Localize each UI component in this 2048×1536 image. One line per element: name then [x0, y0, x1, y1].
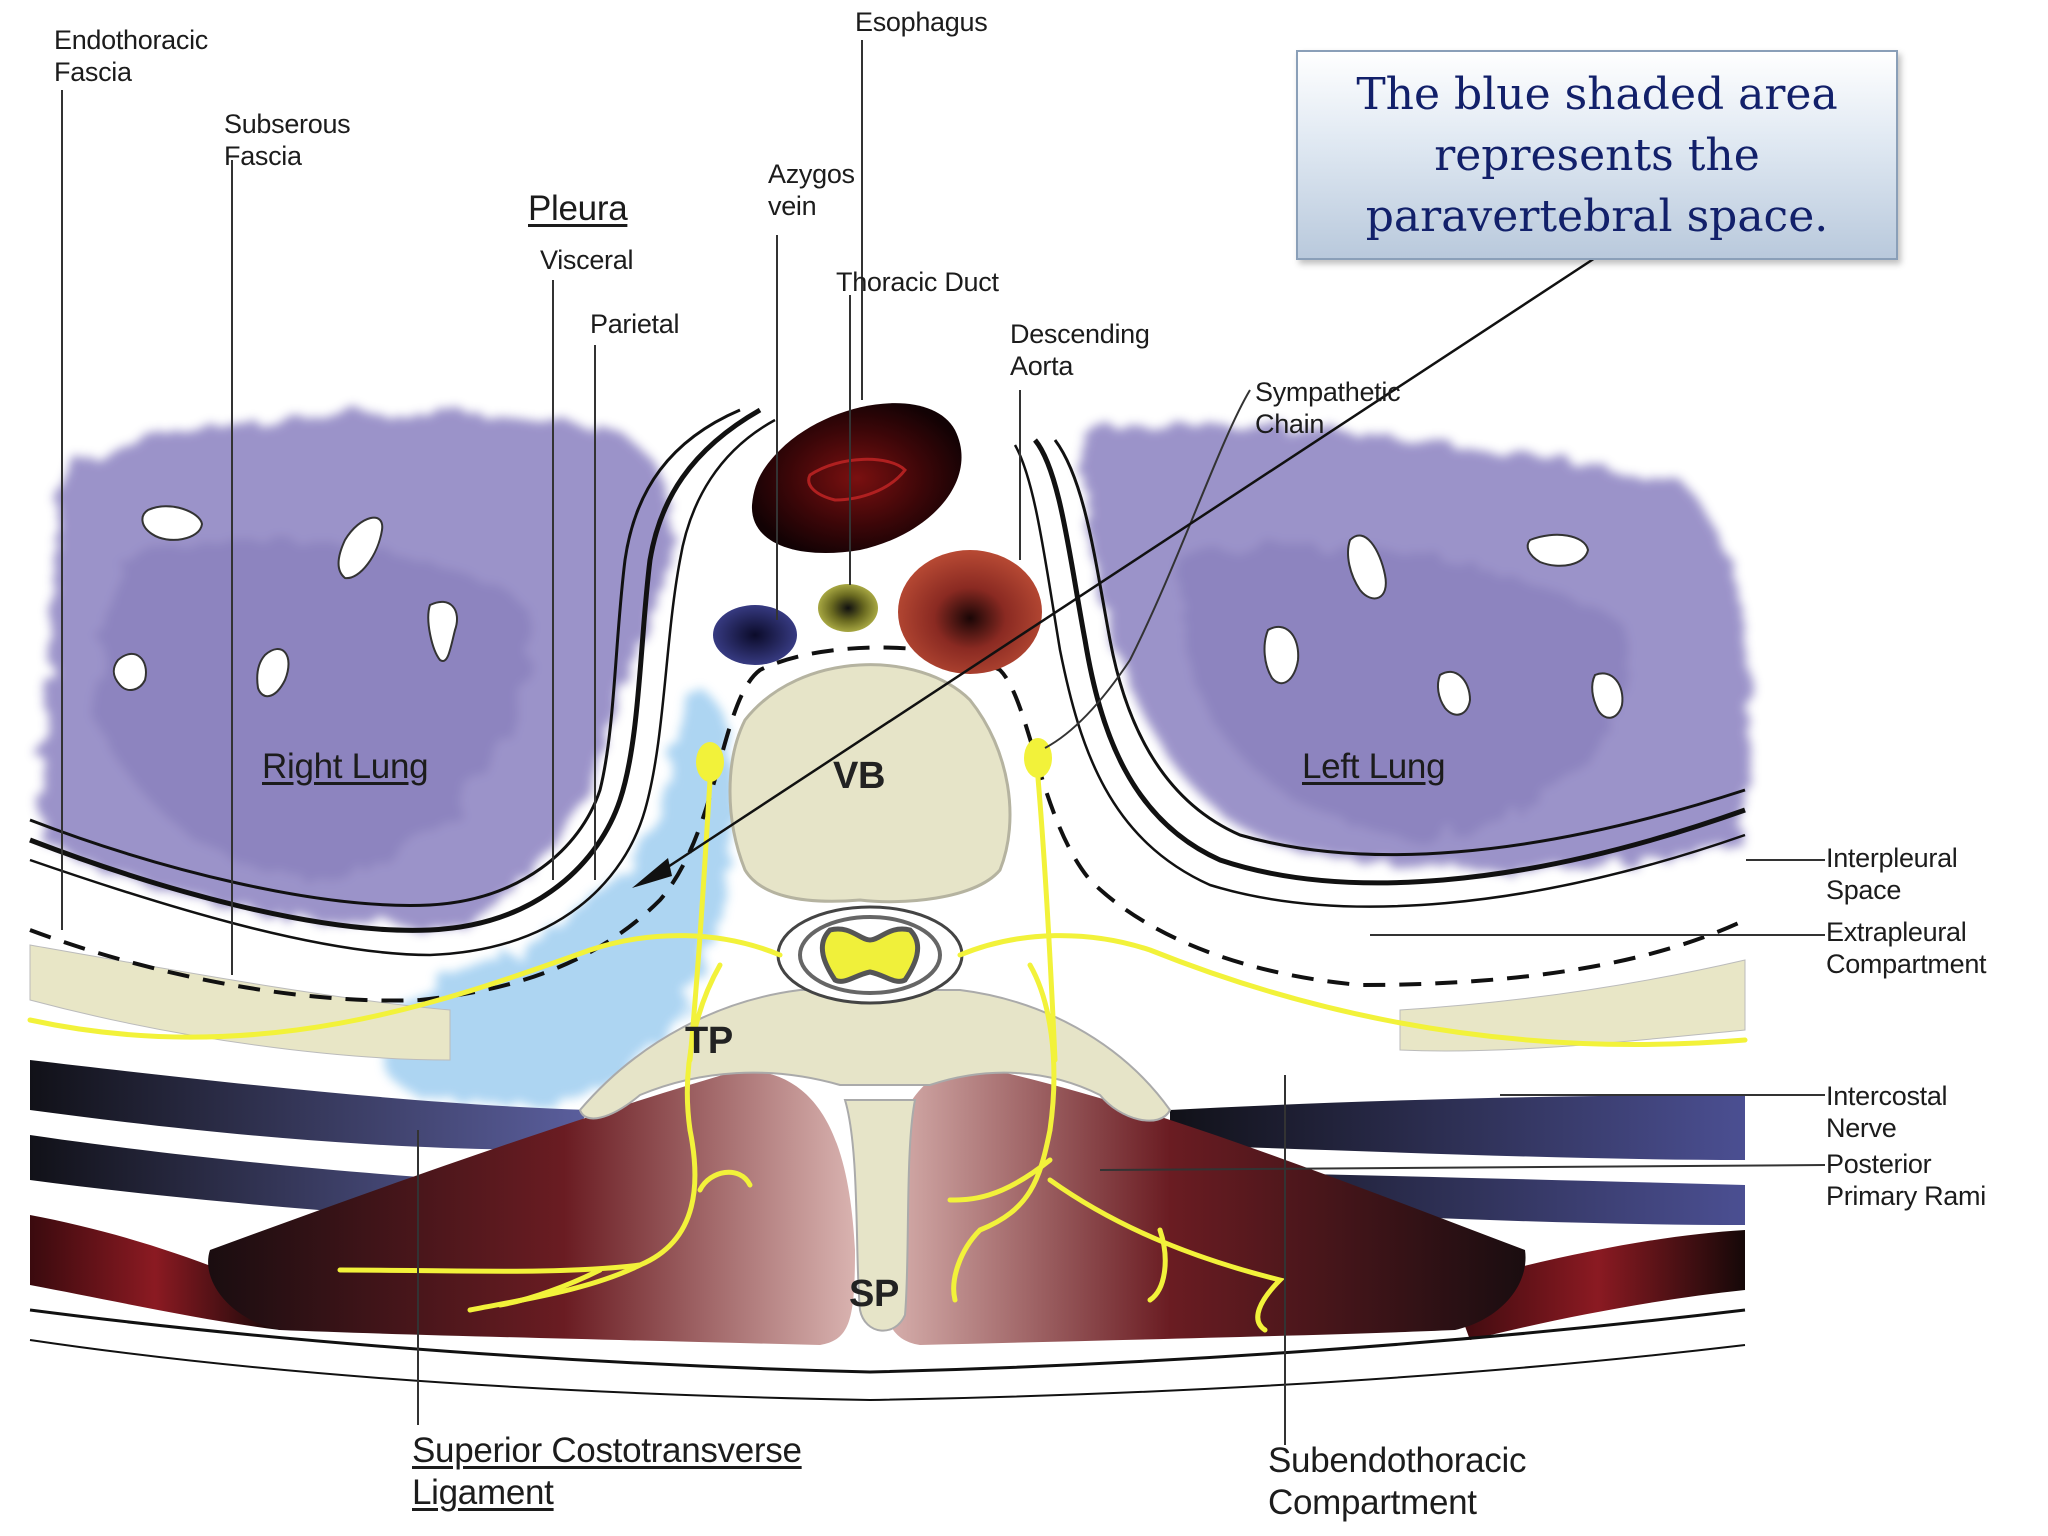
descending-aorta-label: Descending Aorta: [1010, 319, 1150, 381]
superior-costotransverse-ligament-label: Superior Costotransverse Ligament: [412, 1431, 802, 1512]
left-pleura: [1013, 438, 1746, 908]
vertebra: [578, 663, 1172, 1332]
skin-lines: [29, 1308, 1746, 1402]
parietal-label: Parietal: [590, 309, 680, 339]
left-lung-label: Left Lung: [1302, 747, 1446, 786]
right-lung-label: Right Lung: [262, 747, 429, 786]
posterior-primary-rami-label: Posterior Primary Rami: [1826, 1149, 1986, 1211]
azygos-vein-label: Azygos vein: [768, 159, 855, 221]
bronchi-outlines: [112, 505, 1624, 719]
endothoracic-fascia-label: Endothoracic Fascia: [54, 25, 208, 87]
right-pleura: [29, 407, 776, 957]
callout-arrow: [632, 256, 1596, 888]
azygos-vein-shape: [713, 605, 797, 665]
pleura-label: Pleura: [528, 189, 628, 228]
esophagus-label: Esophagus: [855, 7, 988, 37]
paravertebral-callout-box: The blue shaded area represents the para…: [1296, 50, 1898, 260]
endothoracic-fascia-line: [29, 645, 1746, 1003]
subendothoracic-compartment-label: Subendothoracic Compartment: [1268, 1441, 1527, 1522]
thoracic-duct-shape: [818, 584, 878, 632]
callout-text: The blue shaded area represents the para…: [1356, 68, 1838, 242]
rib-bands: [29, 944, 1746, 1061]
spinous-process-label: SP: [849, 1273, 900, 1315]
intercostal-nerve-label: Intercostal Nerve: [1826, 1081, 1948, 1143]
thoracic-duct-label: Thoracic Duct: [836, 267, 999, 297]
nerves: [27, 738, 1748, 1333]
esophagus-shape: [751, 403, 962, 553]
subserous-fascia-label: Subserous Fascia: [224, 109, 351, 171]
right-lung-shading: [40, 412, 673, 926]
left-lung-shading: [1080, 423, 1752, 870]
interpleural-space-label: Interpleural Space: [1826, 843, 1958, 905]
leader-lines: [61, 40, 1826, 1445]
descending-aorta-shape: [898, 550, 1042, 674]
visceral-label: Visceral: [540, 245, 634, 275]
vertebral-body-label: VB: [833, 755, 886, 797]
sympathetic-chain-label: Sympathetic Chain: [1255, 377, 1401, 439]
transverse-process-label: TP: [685, 1020, 733, 1062]
extrapleural-compartment-label: Extrapleural Compartment: [1826, 917, 1987, 979]
paravertebral-space: [380, 690, 734, 1105]
